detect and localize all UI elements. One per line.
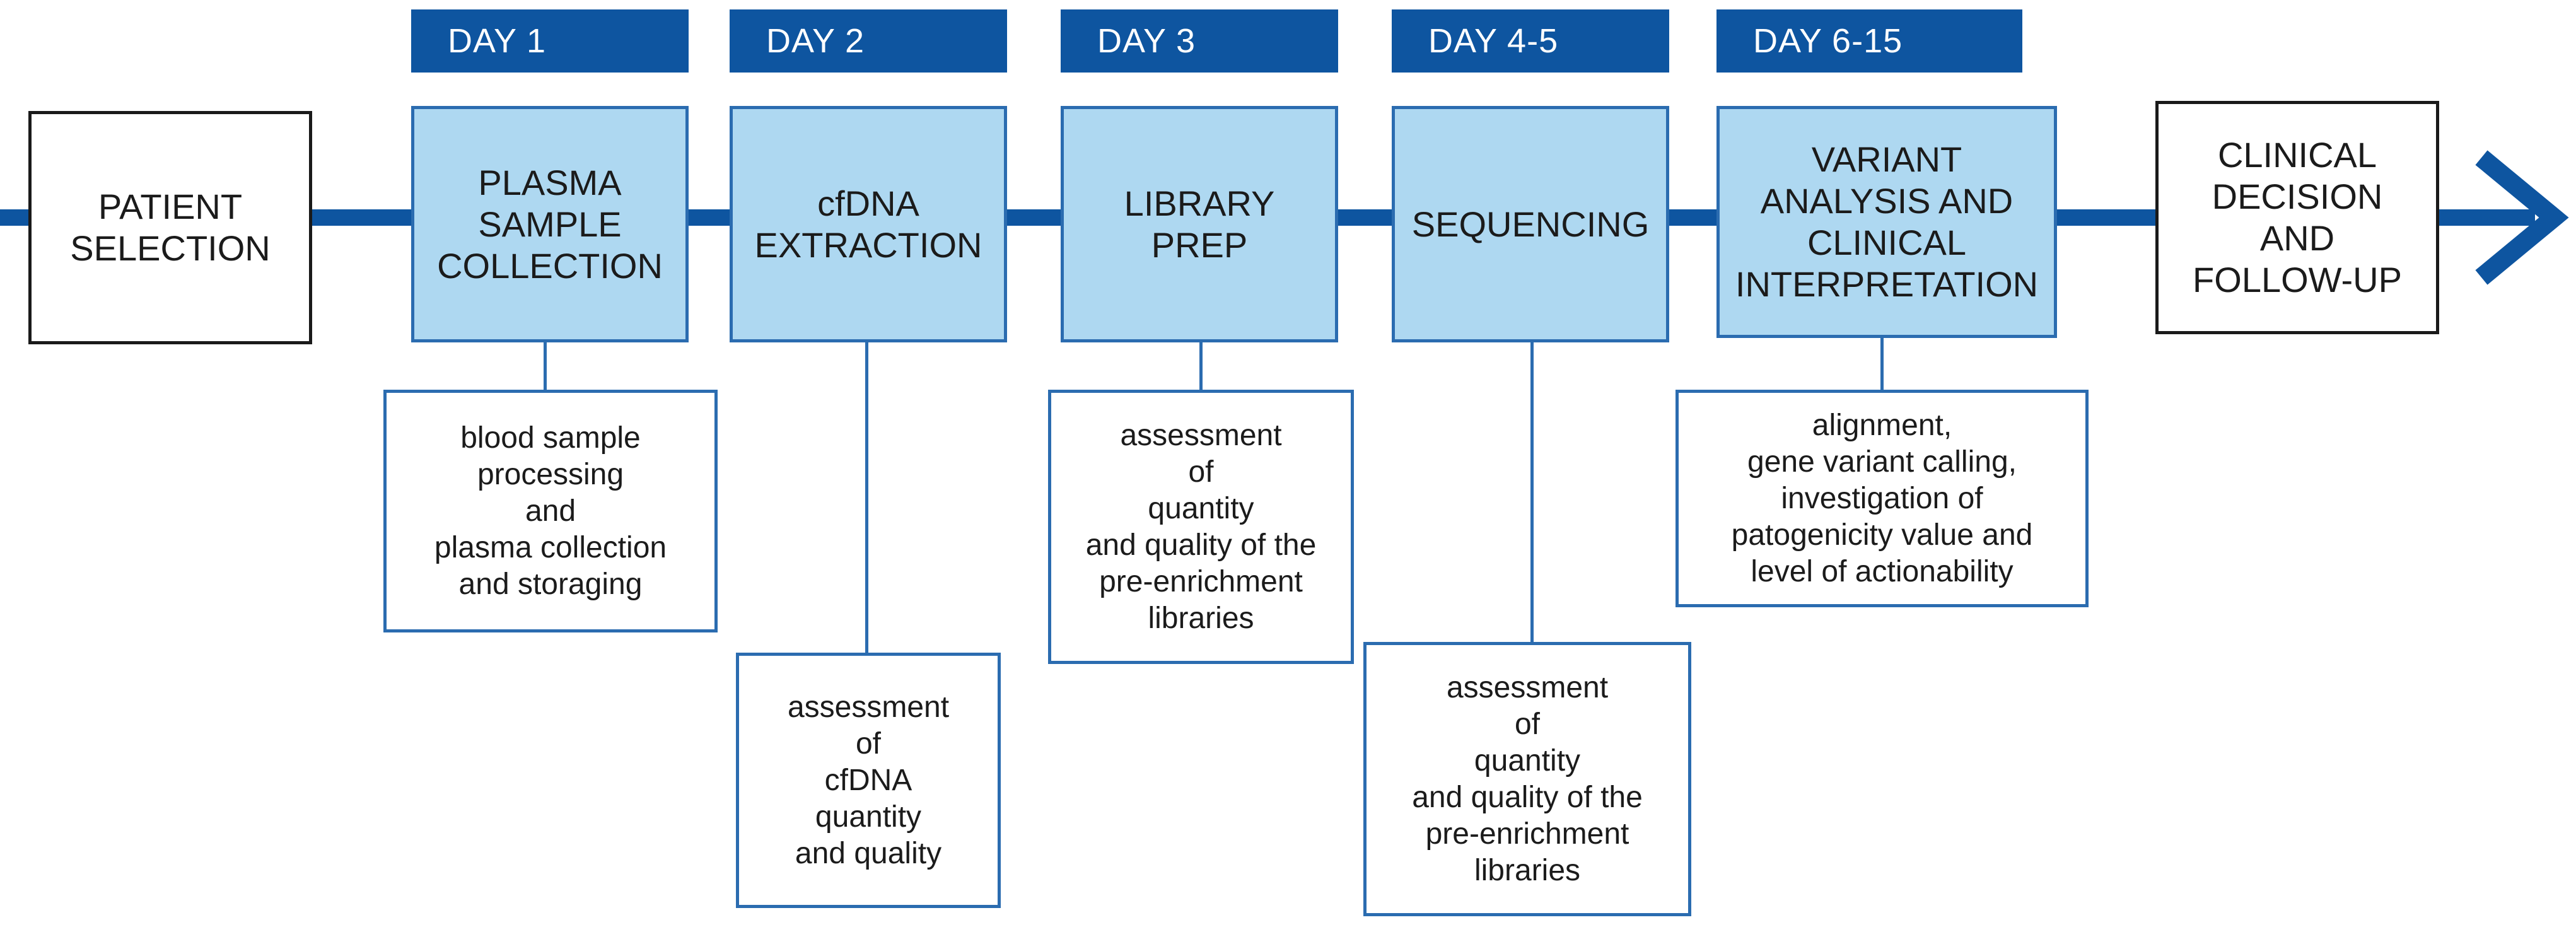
- step-variant-analysis: VARIANT ANALYSIS AND CLINICAL INTERPRETA…: [1716, 106, 2057, 338]
- note-variant-analysis: alignment, gene variant calling, investi…: [1676, 390, 2089, 607]
- step-plasma-sample-collection: PLASMA SAMPLE COLLECTION: [411, 106, 689, 342]
- clinical-decision-box: CLINICAL DECISION AND FOLLOW-UP: [2155, 101, 2439, 334]
- patient-selection-box: PATIENT SELECTION: [28, 111, 312, 344]
- step-label-5: VARIANT ANALYSIS AND CLINICAL INTERPRETA…: [1735, 139, 2039, 304]
- connector-4: [1530, 339, 1534, 643]
- note-text-2: assessment of cfDNA quantity and quality: [787, 690, 950, 870]
- day-label-4-5: DAY 4-5: [1428, 22, 1559, 60]
- note-text-1: blood sample processing and plasma colle…: [434, 421, 667, 601]
- note-sequencing-assessment: assessment of quantity and quality of th…: [1363, 642, 1691, 916]
- step-label-3: LIBRARY PREP: [1124, 183, 1275, 265]
- day-banner-6-15: DAY 6-15: [1716, 9, 2022, 73]
- connector-1: [544, 339, 547, 391]
- connector-5: [1880, 335, 1884, 391]
- arrow-right-icon: [2475, 150, 2569, 285]
- note-cfdna-assessment: assessment of cfDNA quantity and quality: [736, 653, 1001, 908]
- day-banner-3: DAY 3: [1061, 9, 1338, 73]
- clinical-decision-label: CLINICAL DECISION AND FOLLOW-UP: [2193, 135, 2402, 300]
- note-text-5: alignment, gene variant calling, investi…: [1731, 408, 2033, 588]
- note-plasma-collection: blood sample processing and plasma colle…: [383, 390, 718, 632]
- patient-selection-label: PATIENT SELECTION: [70, 187, 271, 268]
- step-label-4: SEQUENCING: [1411, 204, 1650, 244]
- day-banner-4-5: DAY 4-5: [1392, 9, 1669, 73]
- day-label-6-15: DAY 6-15: [1753, 22, 1903, 60]
- note-text-4: assessment of quantity and quality of th…: [1412, 670, 1643, 887]
- step-sequencing: SEQUENCING: [1392, 106, 1669, 342]
- day-label-2: DAY 2: [766, 22, 865, 60]
- step-library-prep: LIBRARY PREP: [1061, 106, 1338, 342]
- step-cfdna-extraction: cfDNA EXTRACTION: [730, 106, 1007, 342]
- note-text-3: assessment of quantity and quality of th…: [1085, 418, 1317, 635]
- day-banner-1: DAY 1: [411, 9, 689, 73]
- step-label-1: PLASMA SAMPLE COLLECTION: [437, 162, 663, 286]
- day-banner-2: DAY 2: [730, 9, 1007, 73]
- day-label-3: DAY 3: [1097, 22, 1196, 60]
- day-label-1: DAY 1: [448, 22, 547, 60]
- note-library-assessment: assessment of quantity and quality of th…: [1048, 390, 1354, 664]
- step-label-2: cfDNA EXTRACTION: [754, 183, 982, 265]
- connector-3: [1199, 339, 1203, 391]
- connector-2: [865, 339, 868, 655]
